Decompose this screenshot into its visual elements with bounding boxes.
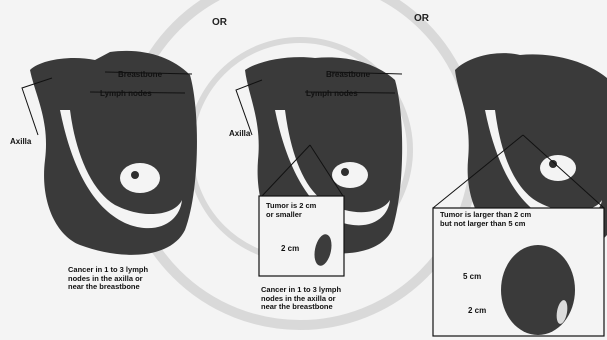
panel1-label-breastbone: Breastbone — [118, 70, 162, 79]
panel1-label-lymph-nodes: Lymph nodes — [100, 89, 152, 98]
panel3-size-large: 5 cm — [463, 272, 481, 281]
panel2-label-lymph-nodes: Lymph nodes — [306, 89, 358, 98]
panel2-size-label: 2 cm — [281, 244, 299, 253]
separator-or-2: OR — [414, 13, 429, 24]
panel3-tumor-large — [501, 245, 575, 335]
panel3-tumor-text: Tumor is larger than 2 cm but not larger… — [440, 211, 531, 228]
panel2-label-axilla: Axilla — [229, 129, 250, 138]
panel2-caption: Cancer in 1 to 3 lymph nodes in the axil… — [261, 286, 341, 312]
panel1-label-axilla: Axilla — [10, 137, 31, 146]
panel1-caption: Cancer in 1 to 3 lymph nodes in the axil… — [68, 266, 148, 292]
separator-or-1: OR — [212, 17, 227, 28]
panel2-label-breastbone: Breastbone — [326, 70, 370, 79]
panel2-tumor-text: Tumor is 2 cm or smaller — [266, 202, 316, 219]
panel1-torso — [30, 51, 197, 255]
panel3-size-small: 2 cm — [468, 306, 486, 315]
